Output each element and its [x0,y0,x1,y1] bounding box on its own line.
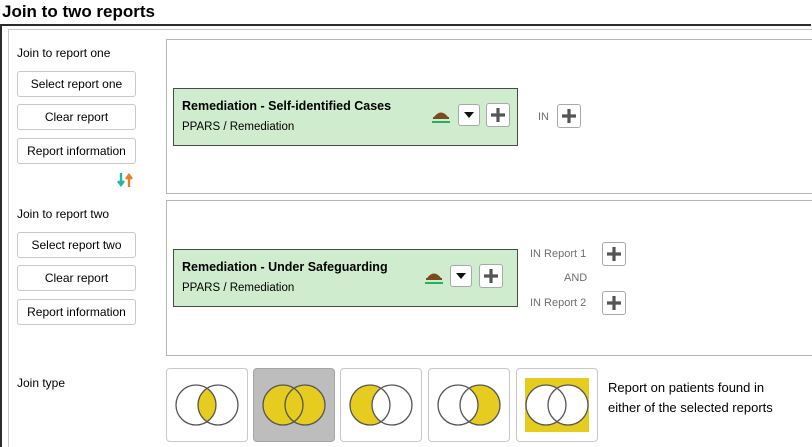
report-one-add-button[interactable] [486,103,510,127]
join-type-description: Report on patients found in either of th… [608,378,773,418]
clear-report-two-button[interactable]: Clear report [17,265,136,291]
swap-reports-icon[interactable] [115,170,135,190]
join-report-two-label: Join to report two [17,207,110,221]
report-two-add-button[interactable] [479,264,503,288]
report-two-dropdown-button[interactable] [450,265,472,287]
plus-icon [562,109,576,123]
in-report-1-add-button[interactable] [602,242,626,266]
report-one-information-button[interactable]: Report information [17,138,136,164]
venn-right-only-icon [437,384,501,426]
report-one-type-icon [430,106,452,126]
report-two-information-button[interactable]: Report information [17,299,136,325]
join-type-description-line-2: either of the selected reports [608,400,773,415]
join-report-one-label: Join to report one [17,46,111,60]
plus-icon [491,108,505,122]
venn-left-only-icon [349,384,413,426]
plus-icon [607,247,621,261]
report-two-title: Remediation - Under Safeguarding [182,260,388,274]
and-label: AND [564,272,588,284]
in-report-2-label: IN Report 2 [530,297,587,309]
inner-frame [8,29,812,447]
join-type-label: Join type [17,376,66,390]
venn-union-icon [262,384,326,426]
outer-frame [0,24,811,447]
join-type-left-only-option[interactable] [340,368,422,442]
report-one-in-add-button[interactable] [557,104,581,128]
plus-icon [484,269,498,283]
report-one-in-label: IN [538,111,549,123]
join-type-intersection-option[interactable] [166,368,248,442]
venn-either-icon [525,378,589,432]
report-two-card: Remediation - Under Safeguarding PPARS /… [173,249,518,307]
report-one-title: Remediation - Self-identified Cases [182,99,392,113]
select-report-one-button[interactable]: Select report one [17,71,136,97]
report-two-path: PPARS / Remediation [182,282,295,294]
report-two-type-icon [423,267,445,287]
join-type-union-option[interactable] [253,368,335,442]
in-report-2-add-button[interactable] [602,291,626,315]
page-title: Join to two reports [2,2,155,21]
join-type-either-option[interactable] [516,368,598,442]
report-one-dropdown-button[interactable] [458,104,480,126]
report-one-card: Remediation - Self-identified Cases PPAR… [173,88,518,146]
report-one-path: PPARS / Remediation [182,121,295,133]
chevron-down-icon [456,273,466,279]
clear-report-one-button[interactable]: Clear report [17,104,136,130]
venn-intersection-icon [175,384,239,426]
plus-icon [607,296,621,310]
join-type-description-line-1: Report on patients found in [608,380,765,395]
in-report-1-label: IN Report 1 [530,248,587,260]
join-type-right-only-option[interactable] [428,368,510,442]
select-report-two-button[interactable]: Select report two [17,232,136,258]
chevron-down-icon [464,112,474,118]
